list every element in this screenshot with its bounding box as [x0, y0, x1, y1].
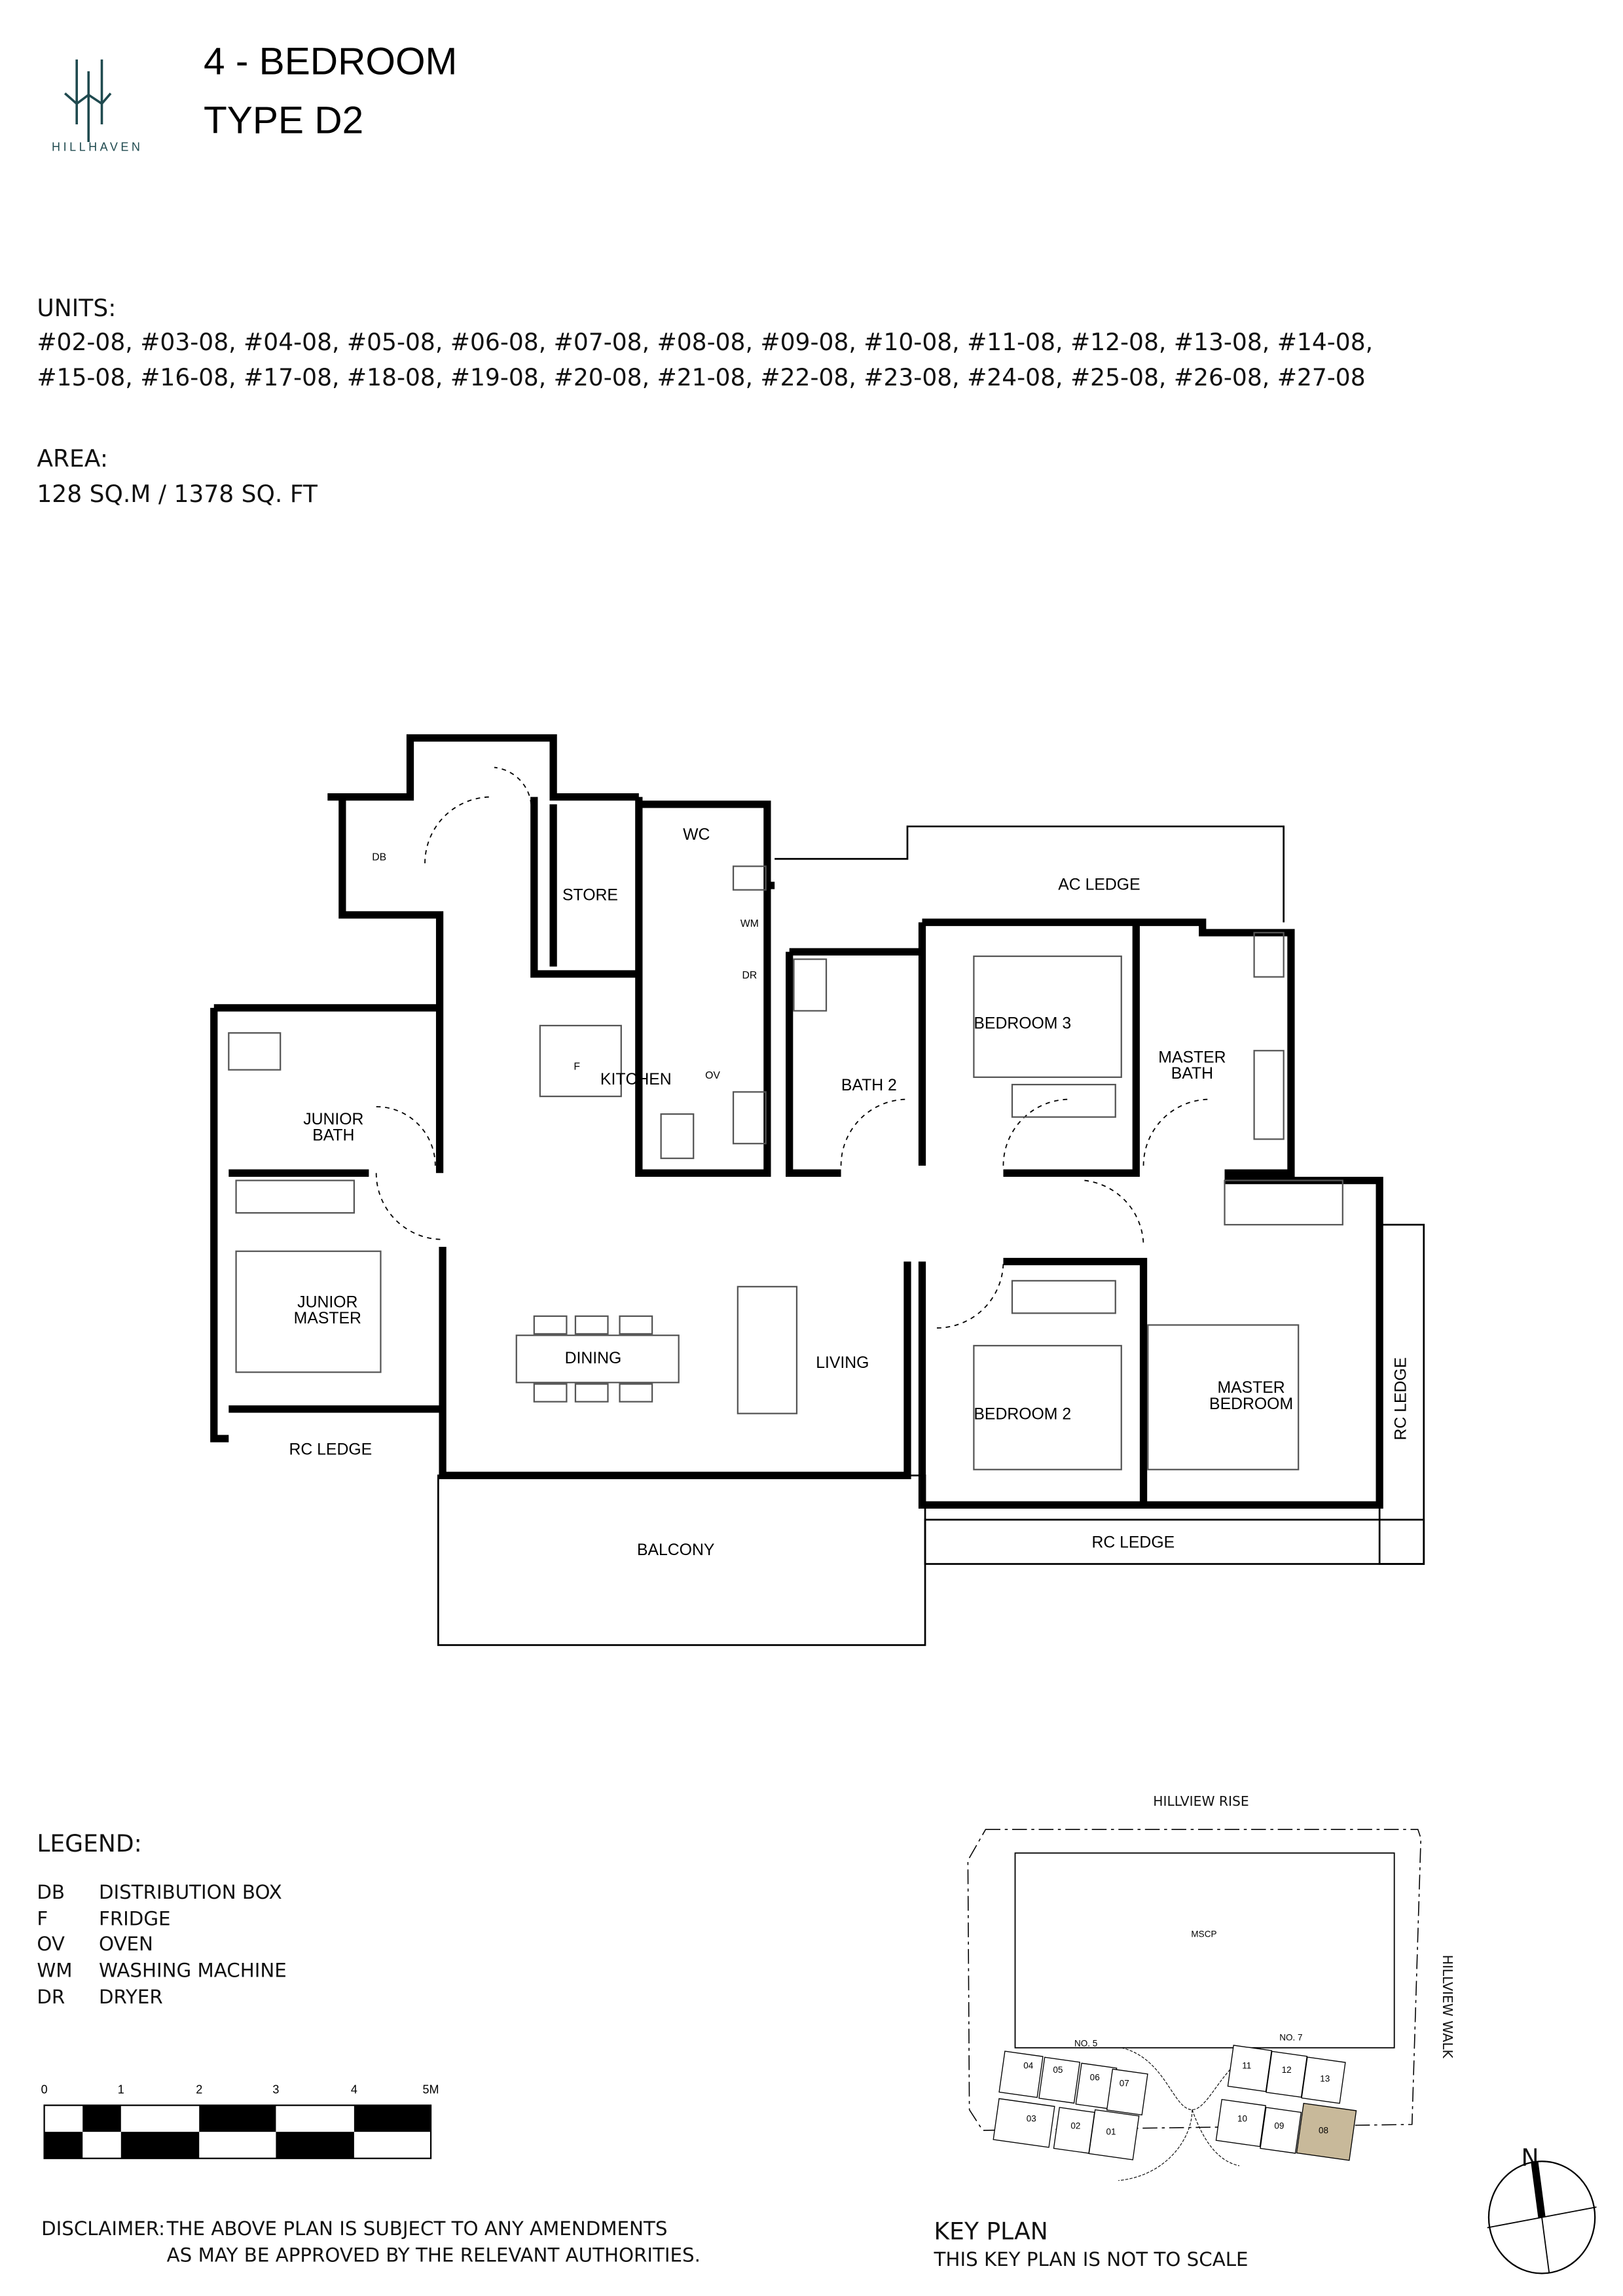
label-bedroom-2: BEDROOM 2 — [974, 1406, 1071, 1424]
label-master-bath: MASTER — [1158, 1049, 1226, 1066]
legend-code: F — [37, 1908, 48, 1930]
unit-05: 05 — [1053, 2065, 1063, 2075]
unit-13: 13 — [1320, 2074, 1330, 2084]
wall — [338, 797, 444, 1174]
scale-tick: 3 — [272, 2083, 279, 2096]
label-bath-2: BATH 2 — [841, 1077, 897, 1094]
label-wm: WM — [740, 918, 759, 929]
key-plan-title: KEY PLAN — [934, 2218, 1048, 2246]
unit-09: 09 — [1274, 2121, 1284, 2131]
furniture — [228, 865, 1343, 1471]
mscp-label: MSCP — [1191, 1929, 1216, 1939]
unit-07: 07 — [1120, 2078, 1129, 2088]
hillhaven-logo: HILLHAVEN — [52, 59, 143, 154]
scale-tick: 2 — [196, 2083, 202, 2096]
units-line-1: #02-08, #03-08, #04-08, #05-08, #06-08, … — [37, 329, 1373, 356]
page-title: 4 - BEDROOM — [204, 40, 457, 82]
label-ov: OV — [705, 1070, 720, 1081]
ac-ledge-outline — [775, 825, 1285, 923]
label-f: F — [574, 1062, 580, 1073]
label-rc-ledge-bottom: RC LEDGE — [1091, 1534, 1175, 1552]
label-bedroom-3: BEDROOM 3 — [974, 1014, 1071, 1032]
unit-type: TYPE D2 — [204, 99, 363, 141]
label-kitchen: KITCHEN — [600, 1071, 672, 1088]
unit-08: 08 — [1319, 2125, 1328, 2135]
legend-desc: DRYER — [99, 1986, 163, 2008]
key-plan-note: THIS KEY PLAN IS NOT TO SCALE — [934, 2248, 1249, 2270]
label-wc: WC — [683, 826, 710, 844]
unit-04: 04 — [1023, 2060, 1034, 2070]
scale-bar: 0 1 2 3 4 5M — [41, 2083, 439, 2159]
disclaimer-line-1: THE ABOVE PLAN IS SUBJECT TO ANY AMENDME… — [166, 2217, 668, 2240]
label-master-bedroom: MASTER — [1217, 1379, 1285, 1397]
disclaimer-line-2: AS MAY BE APPROVED BY THE RELEVANT AUTHO… — [167, 2244, 701, 2266]
legend-desc: OVEN — [99, 1933, 153, 1955]
scale-tick: 5M — [423, 2083, 439, 2096]
units-line-2: #15-08, #16-08, #17-08, #18-08, #19-08, … — [37, 364, 1365, 391]
floor-plan: DB STORE WC WM DR F OV KITCHEN AC LEDGE … — [210, 734, 1425, 1646]
area-value: 128 SQ.M / 1378 SQ. FT — [37, 480, 318, 508]
label-master-bedroom-2: BEDROOM — [1209, 1395, 1293, 1413]
label-balcony: BALCONY — [637, 1541, 714, 1559]
label-ac-ledge: AC LEDGE — [1058, 876, 1140, 894]
label-master-bath-2: BATH — [1171, 1065, 1213, 1083]
block-no-5: NO. 5 — [1074, 2038, 1097, 2048]
balcony-outline — [437, 1474, 926, 1646]
door-swing — [424, 796, 492, 864]
label-junior-bath: JUNIOR — [303, 1111, 363, 1128]
unit-12: 12 — [1282, 2065, 1292, 2075]
legend-code: WM — [37, 1960, 72, 1982]
disclaimer-label: DISCLAIMER: — [41, 2217, 165, 2240]
label-dr: DR — [742, 970, 757, 981]
label-rc-ledge-left: RC LEDGE — [289, 1441, 372, 1459]
label-db: DB — [372, 852, 386, 863]
unit-10: 10 — [1237, 2113, 1247, 2123]
label-store: STORE — [562, 886, 618, 904]
key-plan: HILLVIEW RISE HILLVIEW WALK MSCP NO. 5 N… — [934, 1793, 1597, 2274]
legend-desc: DISTRIBUTION BOX — [99, 1881, 282, 1903]
highlighted-unit-08 — [1296, 2102, 1357, 2161]
mscp-block — [1014, 1852, 1395, 2049]
label-junior-bath-2: BATH — [312, 1127, 354, 1145]
label-rc-ledge-right: RC LEDGE — [1393, 1357, 1410, 1441]
brand-name: HILLHAVEN — [52, 141, 143, 154]
road-hillview-walk: HILLVIEW WALK — [1440, 1955, 1455, 2059]
north-arrow-icon: N — [1487, 2144, 1597, 2274]
scale-tick: 4 — [351, 2083, 357, 2096]
legend-desc: WASHING MACHINE — [99, 1960, 287, 1982]
legend-desc: FRIDGE — [99, 1908, 171, 1930]
label-junior-master: JUNIOR — [297, 1293, 357, 1311]
unit-01: 01 — [1106, 2127, 1116, 2137]
unit-03: 03 — [1027, 2113, 1036, 2123]
legend: LEGEND: DB DISTRIBUTION BOX F FRIDGE OV OVE… — [37, 1830, 286, 2008]
block-no-7: NO. 7 — [1279, 2032, 1302, 2042]
scale-tick: 1 — [118, 2083, 124, 2096]
label-junior-master-2: MASTER — [294, 1310, 361, 1327]
road-hillview-rise: HILLVIEW RISE — [1153, 1793, 1249, 1809]
scale-tick: 0 — [41, 2083, 48, 2096]
area-label: AREA: — [37, 445, 108, 473]
legend-code: DR — [37, 1986, 65, 2008]
units-label: UNITS: — [37, 295, 116, 322]
unit-02: 02 — [1070, 2121, 1080, 2131]
legend-title: LEGEND: — [37, 1830, 141, 1857]
unit-11: 11 — [1242, 2060, 1251, 2070]
unit-06: 06 — [1090, 2072, 1100, 2082]
legend-code: OV — [37, 1933, 65, 1955]
label-living: LIVING — [816, 1354, 869, 1372]
legend-code: DB — [37, 1881, 65, 1903]
label-dining: DINING — [565, 1350, 622, 1367]
